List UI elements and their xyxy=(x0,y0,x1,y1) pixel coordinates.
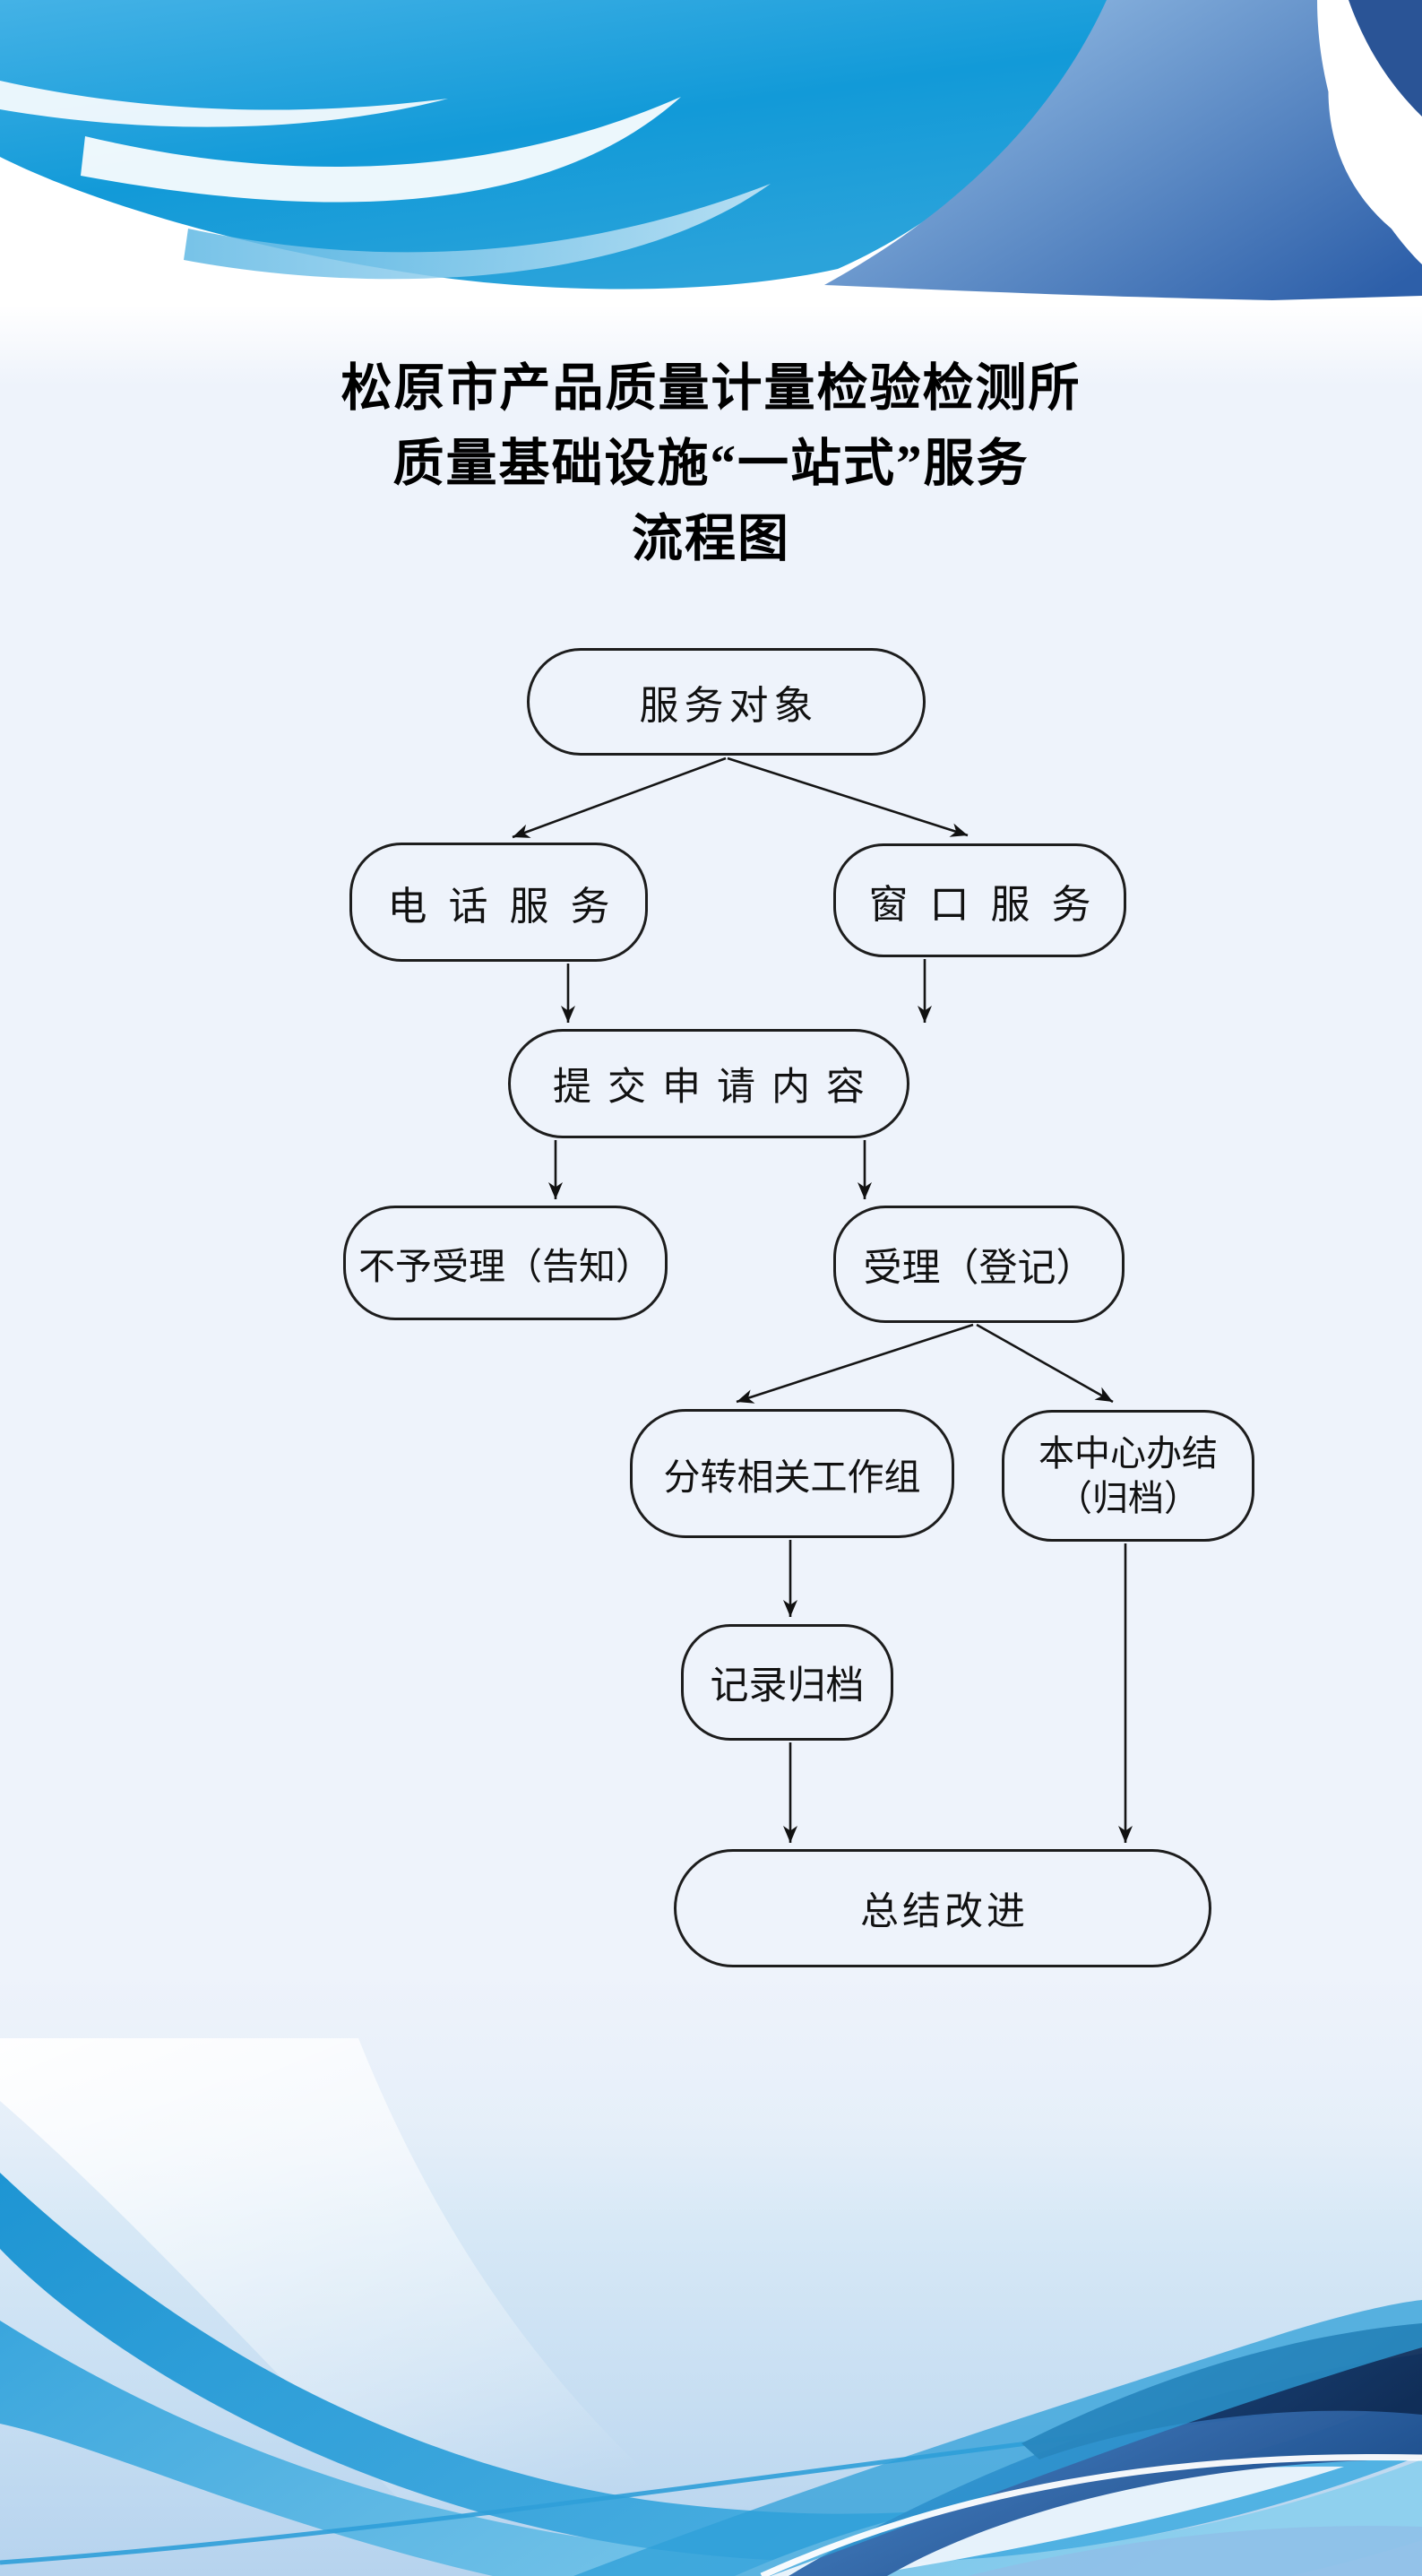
bottom-wave-decoration xyxy=(0,2038,1422,2576)
connector-accept-to-forward xyxy=(736,1323,974,1404)
top-wave-decoration xyxy=(0,0,1422,300)
node-record-archive: 记录归档 xyxy=(681,1624,893,1741)
title-line-3: 流程图 xyxy=(632,511,790,567)
node-submit-application: 提交申请内容 xyxy=(508,1029,909,1138)
node-center-complete-archive: 本中心办结 （归档） xyxy=(1002,1410,1254,1542)
white-crescent-large xyxy=(81,97,681,203)
node-forward-workgroup: 分转相关工作组 xyxy=(630,1409,954,1538)
bottom-right-band xyxy=(968,2526,1422,2576)
white-arc xyxy=(1328,0,1422,248)
node-accept-register: 受理（登记） xyxy=(833,1206,1125,1323)
node-summary-improve: 总结改进 xyxy=(674,1849,1211,1967)
cyan-ribbon-upper xyxy=(0,2173,1422,2563)
cyan-ribbon-lower xyxy=(0,2321,1422,2576)
node-reject-notify: 不予受理（告知） xyxy=(343,1206,668,1320)
node-center-complete-line1: 本中心办结 xyxy=(1038,1432,1218,1474)
title-line-2: 质量基础设施“一站式”服务 xyxy=(392,436,1030,492)
node-window-service: 窗口服务 xyxy=(833,843,1126,957)
cyan-tail-sliver xyxy=(184,184,771,280)
white-swath xyxy=(0,2038,708,2576)
white-curve-line xyxy=(760,2453,1422,2576)
node-phone-service: 电话服务 xyxy=(349,843,648,962)
connector-service-to-window xyxy=(727,756,969,837)
title-line-1: 松原市产品质量计量检验检测所 xyxy=(340,360,1082,417)
node-center-complete-line2: （归档） xyxy=(1056,1477,1200,1518)
connector-accept-to-center xyxy=(976,1323,1114,1404)
connector-service-to-phone xyxy=(512,756,727,839)
blue-band xyxy=(824,0,1422,300)
navy-corner-wedge xyxy=(1349,0,1422,117)
cyan-crossing-band xyxy=(573,2300,1422,2576)
page-title: 松原市产品质量计量检验检测所 质量基础设施“一站式”服务 流程图 xyxy=(0,351,1422,577)
node-service-target: 服务对象 xyxy=(527,648,926,756)
white-crescent-small xyxy=(0,81,448,127)
